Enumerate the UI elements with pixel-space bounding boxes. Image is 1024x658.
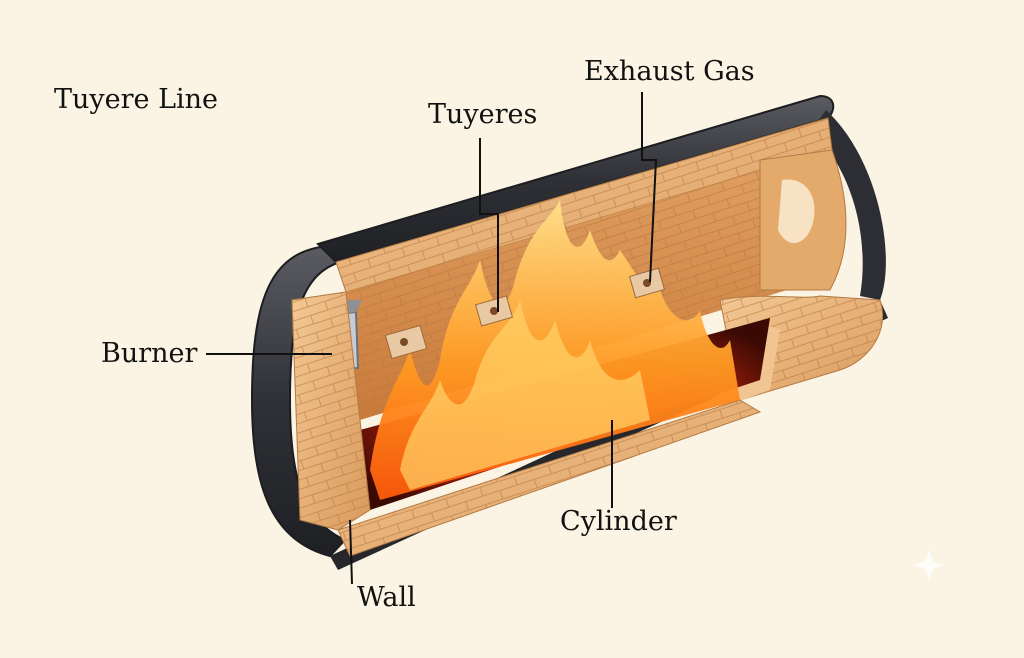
exhaust-opening bbox=[778, 179, 815, 244]
tuyere-plates bbox=[384, 267, 666, 360]
label-wall: Wall bbox=[357, 582, 416, 613]
flames bbox=[370, 200, 740, 500]
leader-line-tuyeres bbox=[479, 138, 499, 312]
label-cylinder: Cylinder bbox=[560, 506, 677, 537]
leader-lines bbox=[206, 92, 658, 585]
leader-line-exhaust-gas bbox=[641, 92, 658, 283]
front-wall-section bbox=[291, 291, 762, 557]
label-tuyere-line: Tuyere Line bbox=[54, 84, 219, 115]
sparkle-icon bbox=[913, 549, 945, 581]
label-burner: Burner bbox=[101, 338, 198, 369]
label-tuyeres: Tuyeres bbox=[428, 99, 538, 130]
label-exhaust-gas: Exhaust Gas bbox=[584, 56, 755, 87]
leader-line-wall bbox=[349, 519, 353, 585]
